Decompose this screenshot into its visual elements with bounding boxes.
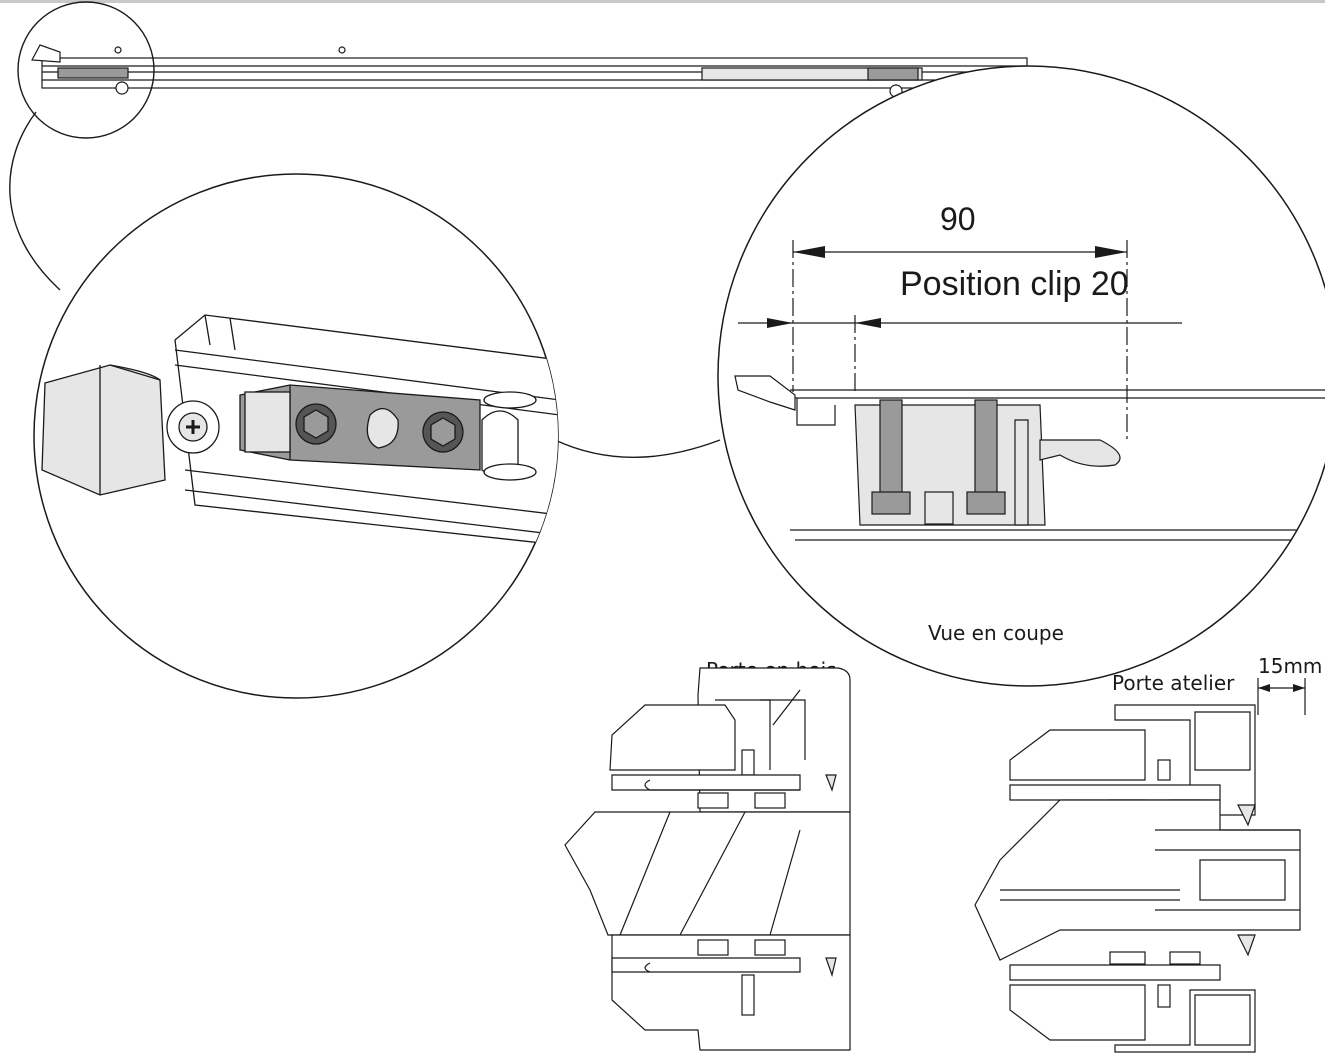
dimension-sub-label: Position clip 20 [900,265,1129,303]
dimension-main-label: 90 [940,201,976,237]
rail-overview [31,44,1028,98]
top-rule [0,0,1325,3]
workshop-door-label: Porte atelier [1112,671,1235,695]
detail-perspective-view [33,173,559,699]
workshop-door-section: Porte atelier 15mm [974,654,1322,1053]
gap-dimension-label: 15mm [1258,654,1322,678]
detail-section-view: 90 Position clip 20 Vue en coupe [717,65,1325,687]
wood-door-section: Porte en bois [564,658,851,1051]
section-view-caption: Vue en coupe [928,621,1064,645]
detail-callout-lines [9,1,721,459]
